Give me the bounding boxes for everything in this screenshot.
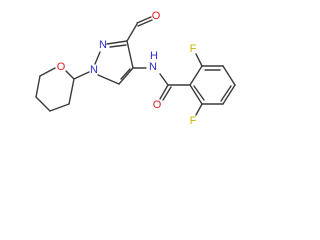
bond-pyrazole-c3-n2 <box>106 40 128 45</box>
bond-benzene-1 <box>189 65 203 86</box>
bond-carbonyl-o-b <box>162 86 172 101</box>
bond-thp-c2-o <box>65 70 75 80</box>
bond-pyrazole-n2-n1 <box>94 51 101 65</box>
bond-amide-n-carbonyl <box>159 73 169 86</box>
bond-c-f-top <box>195 53 203 67</box>
atom-nitrogen-pyrazole-n2: N <box>99 39 107 51</box>
bond-carbonyl-o-a <box>159 84 169 100</box>
bond-aldehyde-co-a <box>136 16 152 24</box>
bond-aldehyde-c-ring <box>126 23 138 42</box>
atom-nitrogen-pyrazole-n1: N <box>90 64 98 76</box>
atom-fluorine-top: F <box>190 43 197 55</box>
bond-aldehyde-co-b <box>137 19 153 27</box>
atom-nitrogen-amide: N <box>149 61 157 73</box>
bond-thp-c3-c2 <box>68 78 75 105</box>
bond-thp-o-c6 <box>39 67 56 77</box>
atom-fluorine-bottom: F <box>190 115 197 127</box>
bond-thp-c5-c4 <box>35 96 51 112</box>
atom-hydrogen-amide: H <box>150 50 158 62</box>
bond-benzene-inner-c <box>193 85 205 101</box>
bond-benzene-6 <box>189 84 203 105</box>
bond-pyrazole-c4-c3 <box>126 40 134 69</box>
chemical-structure-diagram: O N N N H O O F F <box>35 10 236 127</box>
bond-pyrazole-c5-c4 <box>118 67 134 85</box>
bond-n1-thp <box>73 71 90 80</box>
bond-thp-c6-c5 <box>35 75 41 98</box>
atom-oxygen-amide: O <box>153 99 162 111</box>
atom-oxygen-aldehyde: O <box>152 10 161 22</box>
bond-benzene-inner-b <box>220 85 232 102</box>
bond-layer <box>35 16 236 116</box>
atom-label-layer: O N N N H O O F F <box>57 10 197 127</box>
bond-benzene-4 <box>222 84 236 105</box>
bond-pyrazole-n1-c5 <box>97 74 120 85</box>
bond-pyrazole-c5-c4-inner <box>120 68 131 80</box>
bond-thp-c4-c3 <box>49 103 70 112</box>
atom-oxygen-pyran: O <box>57 61 66 73</box>
bond-benzene-3 <box>222 65 236 86</box>
bond-c-f-bottom <box>195 103 203 116</box>
bond-pyrazole-c3-n2-inner <box>109 44 127 48</box>
